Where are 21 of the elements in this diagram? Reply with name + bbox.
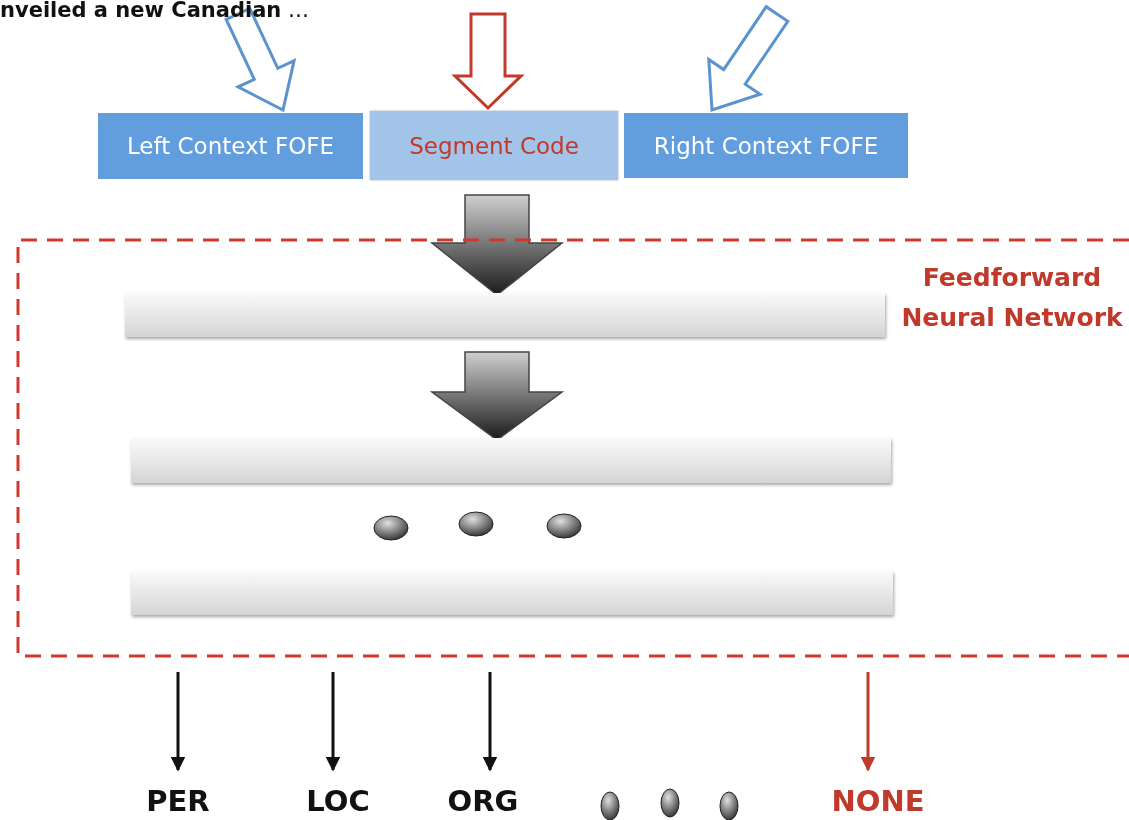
layer-bar (131, 438, 891, 483)
output-label: NONE (818, 784, 938, 820)
arrow (482, 672, 498, 772)
layer-bar (131, 571, 893, 615)
sentence-fragment: nveiled a new Canadian … (0, 0, 309, 22)
context-box: Right Context FOFE (624, 113, 908, 178)
arrow (170, 672, 186, 772)
arrow (325, 672, 341, 772)
context-box: Left Context FOFE (98, 113, 363, 179)
block-arrow (451, 12, 525, 111)
block-arrow (224, 6, 297, 113)
layer-bar (125, 293, 885, 337)
arrow (860, 672, 876, 772)
block-arrow (429, 194, 565, 296)
block-arrow (707, 4, 790, 113)
block-arrow (429, 351, 565, 441)
network-title: Feedforward Neural Network (900, 262, 1124, 334)
output-label: PER (138, 784, 218, 820)
segment-box: Segment Code (370, 111, 618, 180)
output-label: LOC (293, 784, 383, 820)
output-label: ORG (438, 784, 528, 820)
